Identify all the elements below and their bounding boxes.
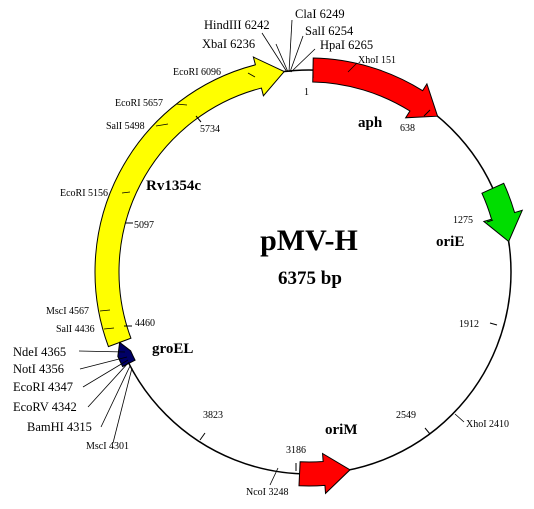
- site-label: MscI 4567: [46, 306, 89, 317]
- tick-mark: [489, 322, 498, 326]
- site-label: EcoRI 5657: [115, 98, 163, 109]
- tick-label: 5734: [200, 124, 220, 135]
- site-label: ClaI 6249: [295, 7, 345, 21]
- tick-mark: [195, 115, 202, 123]
- feature-arrow-aph: [312, 57, 439, 119]
- site-label: NdeI 4365: [13, 345, 66, 359]
- site-leader-line: [269, 467, 279, 486]
- tick-label: 3186: [286, 445, 306, 456]
- site-leader-line: [103, 327, 115, 330]
- feature-arrow-orie: [481, 182, 524, 243]
- site-leader-lines: [78, 19, 465, 486]
- site-leader-line: [261, 32, 288, 73]
- tick-mark: [423, 109, 431, 117]
- site-leader-line: [121, 191, 131, 194]
- feature-arcs: [94, 56, 524, 495]
- plasmid-size: 6375 bp: [278, 268, 342, 289]
- feature-label-aph: aph: [358, 115, 383, 131]
- site-label: XhoI 151: [358, 55, 396, 66]
- feature-arrow-orim: [298, 452, 351, 495]
- site-leader-line: [288, 19, 293, 73]
- tick-label: 3823: [203, 410, 223, 421]
- site-label: EcoRI 4347: [13, 380, 73, 394]
- site-label: XhoI 2410: [466, 419, 509, 430]
- feature-label-groel: groEL: [152, 341, 193, 357]
- site-label: BamHI 4315: [27, 420, 92, 434]
- tick-label: 5097: [134, 220, 154, 231]
- site-leader-line: [175, 103, 188, 106]
- site-label: HpaI 6265: [320, 38, 373, 52]
- site-label: HindIII 6242: [204, 18, 270, 32]
- site-leader-line: [100, 365, 131, 428]
- tick-marks: [124, 70, 498, 471]
- site-leader-line: [112, 367, 133, 444]
- site-leader-line: [78, 350, 126, 353]
- tick-mark: [486, 219, 494, 223]
- site-label: EcoRI 6096: [173, 67, 221, 78]
- tick-label: 4460: [135, 318, 155, 329]
- site-leader-line: [275, 43, 289, 73]
- tick-label: 1912: [459, 319, 479, 330]
- site-label: EcoRI 5156: [60, 188, 108, 199]
- tick-label: 1275: [453, 215, 473, 226]
- site-leader-line: [289, 35, 304, 73]
- tick-mark: [199, 432, 206, 441]
- site-leader-line: [347, 62, 358, 73]
- site-labels: HindIII 6242 ClaI 6249 XbaI 6236 SalI 62…: [13, 7, 509, 498]
- site-label: EcoRV 4342: [13, 400, 77, 414]
- feature-arrow-rv1354c: [94, 56, 285, 348]
- site-leader-line: [454, 413, 465, 423]
- site-leader-line: [87, 361, 130, 408]
- feature-arrow-groel: [117, 341, 136, 368]
- site-leader-line: [99, 309, 111, 312]
- site-label: XbaI 6236: [202, 37, 255, 51]
- site-leader-line: [82, 359, 129, 388]
- tick-label: 1: [304, 87, 309, 98]
- feature-label-orie: oriE: [436, 234, 464, 250]
- plasmid-name: pMV-H: [260, 224, 358, 257]
- site-leader-line: [247, 72, 256, 78]
- site-label: SalI 4436: [56, 324, 95, 335]
- site-label: SalI 5498: [106, 121, 145, 132]
- site-label: MscI 4301: [86, 441, 129, 452]
- tick-labels: 1 638 1275 1912 2549 3186 3823 4460 5097…: [134, 87, 479, 456]
- site-label: NotI 4356: [13, 362, 64, 376]
- tick-mark: [424, 427, 431, 435]
- feature-label-rv1354c: Rv1354c: [146, 178, 201, 194]
- site-leader-line: [155, 123, 169, 127]
- site-label: NcoI 3248: [246, 487, 289, 498]
- tick-label: 638: [400, 123, 415, 134]
- feature-label-orim: oriM: [325, 422, 357, 438]
- tick-label: 2549: [396, 410, 416, 421]
- site-leader-line: [290, 48, 316, 73]
- site-label: SalI 6254: [305, 24, 354, 38]
- site-leader-line: [79, 356, 128, 370]
